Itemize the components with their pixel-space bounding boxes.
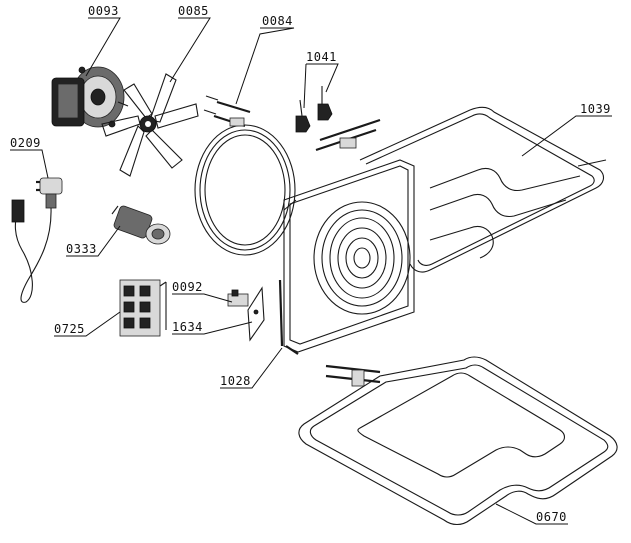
- bottom-element-0670: [298, 356, 618, 526]
- label-1028: 1028: [220, 374, 251, 388]
- label-0092: 0092: [172, 280, 203, 294]
- power-cable-0209: [11, 177, 63, 303]
- part-labels: 0093 0085 0084 1041 1039 0209 0333 0092 …: [10, 4, 611, 524]
- label-0084: 0084: [262, 14, 293, 28]
- label-0085: 0085: [178, 4, 209, 18]
- bracket-1634: [247, 286, 265, 342]
- label-1634: 1634: [172, 320, 203, 334]
- label-0725: 0725: [54, 322, 85, 336]
- rear-panel-1028: [278, 159, 415, 355]
- circular-element-0084: [194, 95, 296, 256]
- grill-element-1039: [315, 106, 607, 273]
- oven-lamp-0333: [111, 205, 171, 245]
- fan-motor-0093: [51, 66, 129, 128]
- terminals-1041: [295, 86, 333, 133]
- clip-0092: [227, 289, 249, 307]
- label-1041: 1041: [306, 50, 337, 64]
- label-0209: 0209: [10, 136, 41, 150]
- fan-blade-0085: [101, 73, 199, 177]
- label-0670: 0670: [536, 510, 567, 524]
- label-0093: 0093: [88, 4, 119, 18]
- leader-lines: [10, 17, 612, 525]
- terminal-block-0725: [119, 279, 167, 337]
- label-0333: 0333: [66, 242, 97, 256]
- label-1039: 1039: [580, 102, 611, 116]
